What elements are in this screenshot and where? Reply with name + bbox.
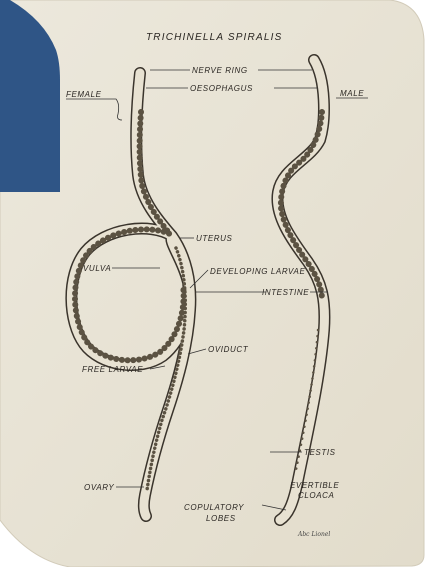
label-uterus: UTERUS — [196, 234, 233, 243]
label-free-larvae: FREE LARVAE — [82, 365, 143, 374]
label-copulatory-lobes-line2: LOBES — [206, 514, 236, 523]
diagram-title: TRICHINELLA SPIRALIS — [146, 32, 282, 43]
label-intestine: INTESTINE — [262, 288, 309, 297]
label-oviduct: OVIDUCT — [208, 345, 249, 354]
label-evertible-cloaca-line1: EVERTIBLE — [290, 481, 339, 490]
label-male: MALE — [340, 89, 364, 98]
artist-signature: Abc Lionel — [297, 531, 330, 538]
label-copulatory-lobes-line1: COPULATORY — [184, 503, 244, 512]
label-vulva: VULVA — [83, 264, 111, 273]
label-ovary: OVARY — [84, 483, 114, 492]
label-nerve-ring: NERVE RING — [192, 66, 248, 75]
label-testis: TESTIS — [304, 448, 336, 457]
label-female: FEMALE — [66, 90, 102, 99]
label-developing-larvae: DEVELOPING LARVAE — [210, 267, 305, 276]
label-evertible-cloaca-line2: CLOACA — [298, 491, 335, 500]
label-oesophagus: OESOPHAGUS — [190, 84, 253, 93]
